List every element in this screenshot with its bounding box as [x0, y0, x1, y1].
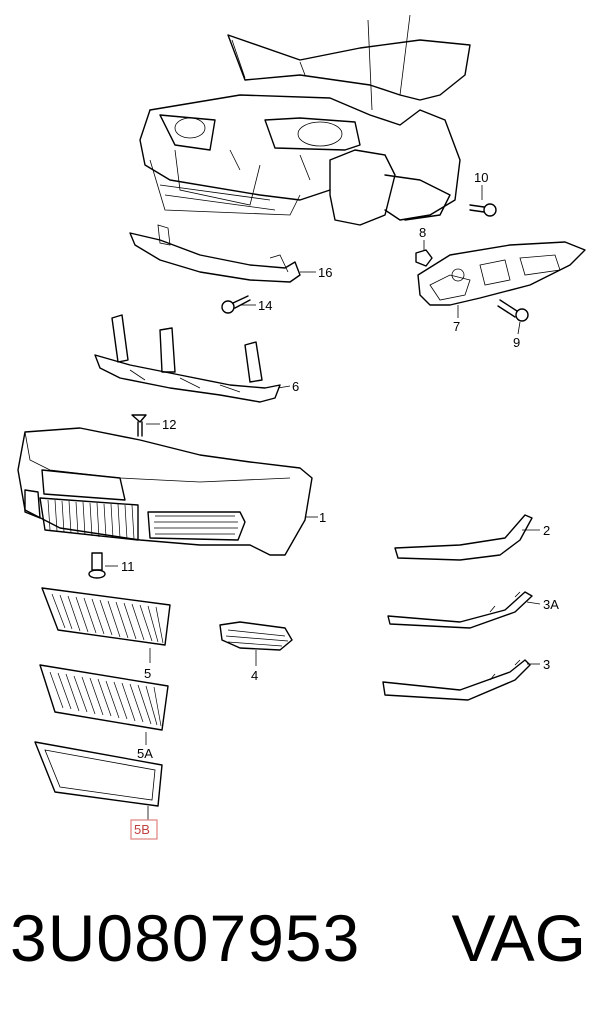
callout-5B-highlight-box	[130, 819, 158, 840]
callout-3A: 3A	[543, 597, 559, 612]
callout-10: 10	[474, 170, 488, 185]
part-2-trim-strip	[394, 514, 540, 561]
callout-16: 16	[318, 265, 332, 280]
part-11-bolt	[88, 552, 118, 579]
part-7-lamp-bracket	[417, 241, 586, 318]
part-6-absorber	[94, 314, 291, 403]
part-4-side-grille	[219, 621, 293, 666]
part-5-grille	[41, 587, 171, 663]
part-5B-frame	[34, 741, 163, 820]
exploded-parts-diagram: 10 8 16 14 7 9 6 12 1 2 11 3A 5 4 3 5A 5…	[17, 14, 586, 840]
part-9-screw	[497, 299, 529, 335]
callout-1: 1	[319, 510, 326, 525]
part-8-clip	[415, 240, 433, 267]
callout-7: 7	[453, 319, 460, 334]
callout-12: 12	[162, 417, 176, 432]
part-1-bumper-cover	[17, 427, 318, 556]
part-16-bracket	[129, 224, 316, 283]
brand-label: VAG	[451, 901, 586, 975]
callout-5: 5	[144, 666, 151, 681]
callout-8: 8	[419, 225, 426, 240]
part-3A-trim-strip	[387, 591, 541, 629]
car-front-body	[139, 14, 471, 226]
callout-11: 11	[121, 559, 135, 574]
part-10-bolt	[469, 185, 497, 217]
callout-14: 14	[258, 298, 272, 313]
callout-5A: 5A	[137, 746, 153, 761]
part-12-clip	[131, 414, 160, 437]
callout-6: 6	[292, 379, 299, 394]
callout-5B: 5B	[134, 822, 150, 837]
callout-3: 3	[543, 657, 550, 672]
part-14-bolt	[221, 295, 256, 314]
callout-4: 4	[251, 668, 258, 683]
part-number-label: 3U0807953	[10, 901, 361, 975]
callout-2: 2	[543, 523, 550, 538]
part-3-trim-strip	[382, 659, 540, 701]
part-5A-grille	[39, 664, 169, 745]
callout-9: 9	[513, 335, 520, 350]
